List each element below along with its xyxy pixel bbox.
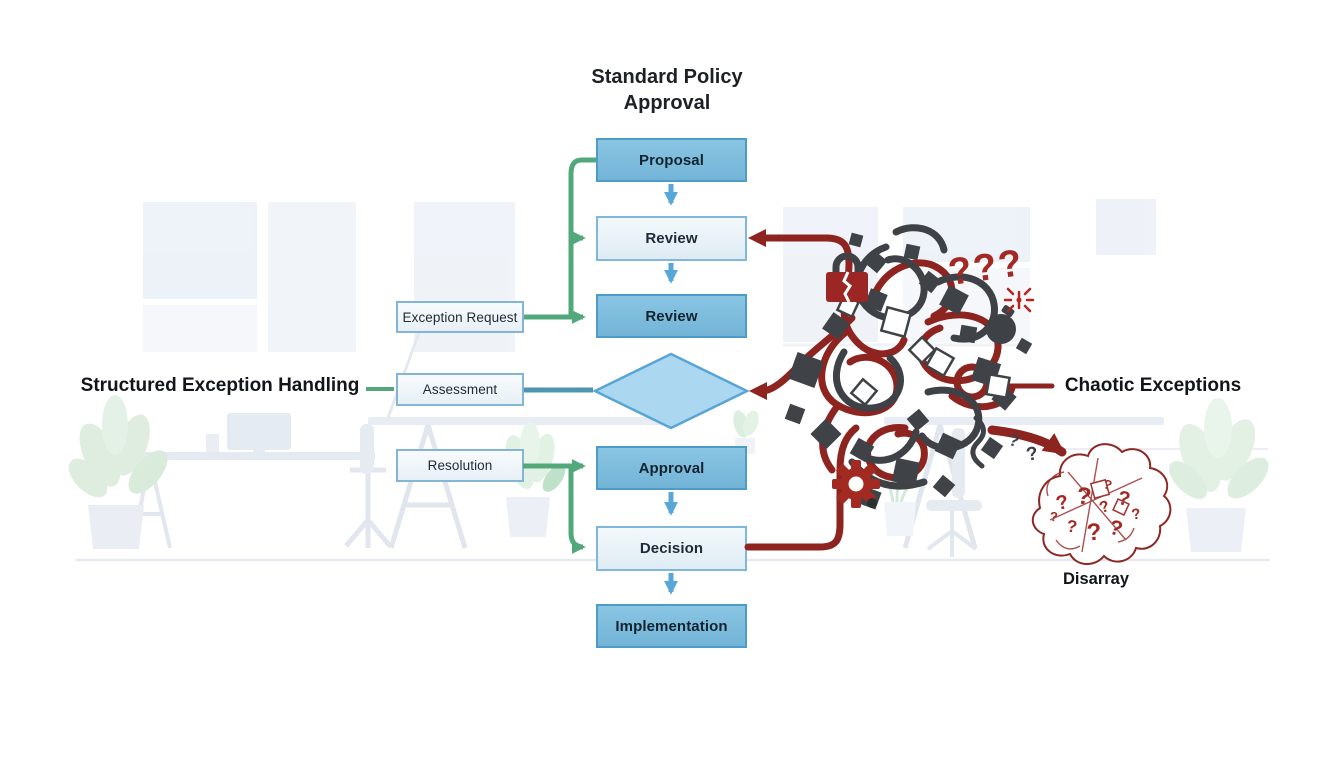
gear-icon [832,460,880,508]
step-exception-request: Exception Request [396,301,524,333]
svg-text:?: ? [1065,516,1078,536]
broken-lock-icon [826,252,868,303]
disarray-label: Disarray [1062,570,1130,588]
tangle-scribble: ??? ? ? [784,224,1040,510]
svg-text:?: ? [1116,487,1133,511]
plant-right [1169,398,1269,552]
red-connectors [744,229,1067,551]
svg-text:?: ? [1075,482,1092,510]
svg-text:?: ? [1107,516,1126,542]
svg-text:?: ? [1097,498,1112,517]
step-resolution: Resolution [396,449,524,482]
question-marks-icon: ??? [946,242,1027,294]
plant-grass [883,475,916,536]
green-connectors [366,157,596,554]
diagram-title: Standard Policy Approval [591,66,743,114]
bomb-icon [986,287,1035,344]
step-implementation: Implementation [596,604,747,648]
debris-squares [784,232,1033,510]
step-assessment: Assessment [396,373,524,406]
stray-qmark-icon: ? [1007,430,1022,451]
svg-text:?: ? [1130,505,1142,523]
chaotic-exceptions-label: Chaotic Exceptions [1064,375,1242,396]
cloud-question-marks: ? ? ? ? ? ? ? ? ? ? [1049,476,1142,546]
step-review-2: Review [596,294,747,338]
structured-exception-label: Structured Exception Handling [80,375,360,396]
svg-text:?: ? [1054,491,1071,515]
step-proposal: Proposal [596,138,747,182]
svg-text:?: ? [1102,476,1115,493]
svg-text:?: ? [1049,509,1058,525]
stray-qmark-icon: ? [1025,443,1040,466]
decision-diamond [592,352,750,430]
disarray-cloud: ? ? ? ? ? ? ? ? ? ? [1031,443,1172,565]
step-decision: Decision [596,526,747,571]
step-approval: Approval [596,446,747,490]
svg-text:?: ? [1086,519,1103,547]
plant-left [68,395,168,549]
step-review-1: Review [596,216,747,261]
